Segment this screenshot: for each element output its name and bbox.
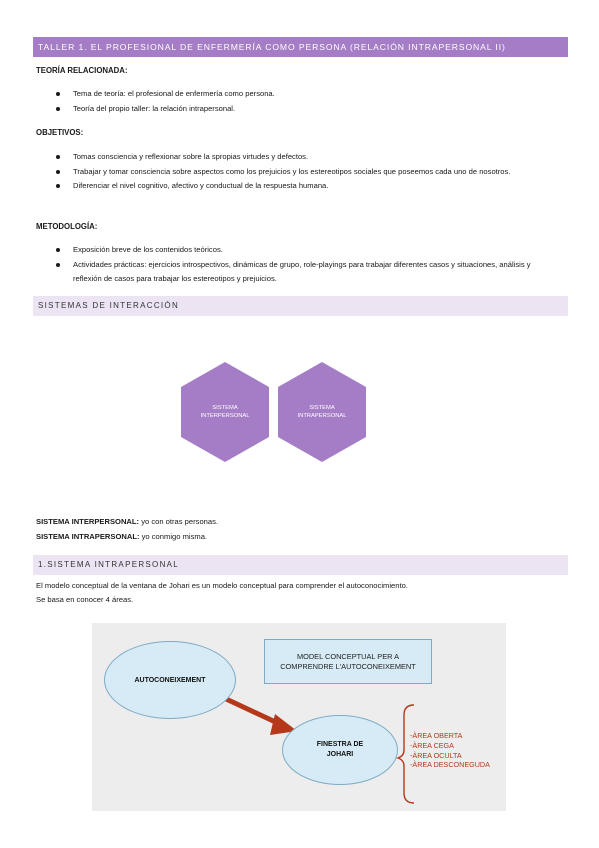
paragraph-johari: El modelo conceptual de la ventana de Jo… (36, 581, 408, 590)
curly-brace-icon (395, 704, 415, 804)
bullet-icon (56, 92, 60, 96)
page-title: TALLER 1. EL PROFESIONAL DE ENFERMERÍA C… (33, 37, 568, 57)
list-item: Tema de teoría: el profesional de enferm… (0, 87, 560, 102)
areas-list: -ÀREA OBERTA -ÀREA CEGA -ÀREA OCULTA -ÀR… (410, 731, 490, 770)
list-item: Diferenciar el nivel cognitivo, afectivo… (0, 179, 560, 194)
section-heading-intrapersonal: 1.SISTEMA INTRAPERSONAL (33, 555, 568, 575)
johari-diagram: AUTOCONEIXEMENT MODEL CONCEPTUAL PER A C… (92, 623, 506, 811)
list-item: Teoría del propio taller: la relación in… (0, 102, 560, 117)
objetivos-list: Tomas consciencia y reflexionar sobre la… (0, 150, 560, 194)
definition-interpersonal: SISTEMA INTERPERSONAL: yo con otras pers… (36, 517, 219, 526)
section-heading-sistemas: SISTEMAS DE INTERACCIÓN (33, 296, 568, 316)
list-item: Trabajar y tomar consciencia sobre aspec… (0, 165, 560, 180)
teoria-label: TEORÍA RELACIONADA: (36, 66, 128, 75)
arrow-head-icon (270, 714, 297, 735)
concept-box: MODEL CONCEPTUAL PER A COMPRENDRE L'AUTO… (264, 639, 432, 684)
bullet-icon (56, 169, 60, 174)
bullet-icon (56, 262, 60, 267)
metodologia-label: METODOLOGÍA: (36, 222, 98, 231)
teoria-list: Tema de teoría: el profesional de enferm… (0, 87, 560, 116)
bullet-icon (56, 248, 60, 252)
diagram-arrow-layer (222, 695, 415, 804)
list-item: -ÀREA CEGA (410, 740, 454, 750)
node-autoconeixement: AUTOCONEIXEMENT (104, 641, 236, 719)
bullet-icon (56, 155, 60, 159)
node-finestra-johari: FINESTRA DE JOHARI (282, 715, 398, 785)
list-item: Tomas consciencia y reflexionar sobre la… (0, 150, 560, 165)
hexagon-interpersonal: SISTEMA INTERPERSONAL (181, 362, 269, 462)
definition-intrapersonal: SISTEMA INTRAPERSONAL: yo conmigo misma. (36, 532, 208, 541)
paragraph-areas: Se basa en conocer 4 áreas. (36, 595, 134, 604)
hexagon-intrapersonal: SISTEMA INTRAPERSONAL (278, 362, 366, 462)
list-item: -ÀREA DESCONEGUDA (410, 760, 490, 770)
list-item: Exposición breve de los contenidos teóri… (0, 243, 560, 258)
list-item: Actividades prácticas: ejercicios intros… (0, 258, 560, 287)
list-item: -ÀREA OCULTA (410, 750, 462, 760)
bullet-icon (56, 106, 60, 111)
list-item: -ÀREA OBERTA (410, 731, 463, 740)
objetivos-label: OBJETIVOS: (36, 128, 84, 137)
bullet-icon (56, 184, 60, 189)
metodologia-list: Exposición breve de los contenidos teóri… (0, 243, 560, 287)
